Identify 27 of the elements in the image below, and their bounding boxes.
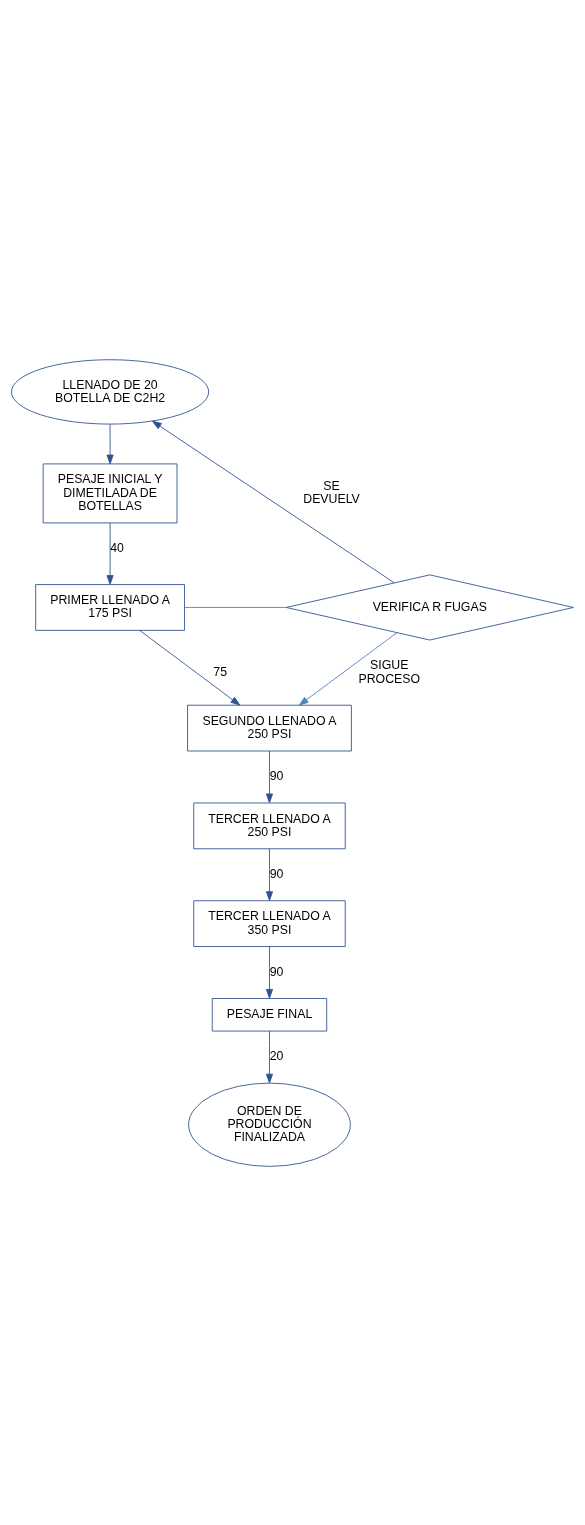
edge-label: 40 [110,540,124,555]
edge-label: 90 [269,866,284,881]
node-diamond: VERIFICA R FUGAS [285,573,574,640]
arrow [265,847,273,901]
edge-label: 20 [269,1048,284,1063]
node-box: PESAJE FINAL [211,997,328,1031]
node-ellipse: LLENADO DE 20 BOTELLA DE C2H2 [11,358,210,425]
edge-label: SIGUE PROCESO [358,657,421,685]
node-box: PRIMER LLENADO A 175 PSI [35,583,185,631]
arrow [265,1030,273,1083]
node-ellipse: ORDEN DE PRODUCCIÓN FINALIZADA [188,1082,351,1167]
edge-label: SE DEVUELV [303,478,360,506]
arrow [265,750,273,803]
arrow [106,423,114,464]
arrow [298,631,398,706]
arrow [152,420,395,583]
arrow [106,521,114,585]
node-box: TERCER LLENADO A 350 PSI [193,899,346,947]
node-box: PESAJE INICIAL Y DIMETILADA DE BOTELLAS [42,463,178,523]
arrow [265,945,273,999]
arrow [139,629,241,705]
edge-label: 90 [269,964,284,979]
edge-label: 90 [269,768,284,783]
node-box: SEGUNDO LLENADO A 250 PSI [187,704,352,751]
node-box: TERCER LLENADO A 250 PSI [193,802,346,849]
connector [184,606,287,608]
edge-label: 75 [213,664,228,679]
